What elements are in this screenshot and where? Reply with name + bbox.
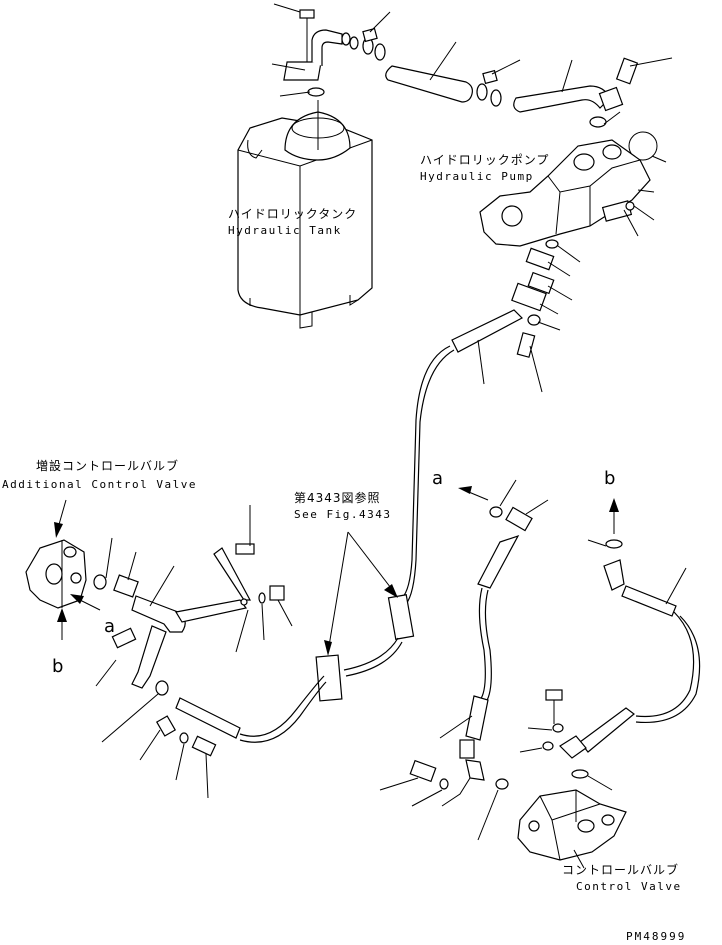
hydraulic-pump <box>479 139 655 247</box>
control-valve <box>517 789 627 869</box>
see-fig-callout: 第4343図参照 See Fig.4343 <box>294 490 398 656</box>
hydraulic-pump-jp-text: ハイドロリックポンプ <box>420 153 549 167</box>
additional-valve-piping <box>93 537 186 743</box>
hydraulic-tank-en-text: Hydraulic Tank <box>228 224 342 237</box>
hydraulic-pump-en-text: Hydraulic Pump <box>420 170 534 183</box>
connection-a: a <box>379 468 549 841</box>
pump-outlet-fittings <box>511 239 581 393</box>
marker-b-right: b <box>604 468 615 489</box>
control-valve-jp-text: コントロールバルブ <box>562 862 679 877</box>
control-valve-en-text: Control Valve <box>576 880 682 893</box>
marker-b-left: b <box>52 656 63 677</box>
see-fig-jp-text: 第4343図参照 <box>294 490 381 505</box>
additional-control-valve <box>25 499 101 640</box>
pressure-hose <box>315 309 523 702</box>
hydraulic-tank <box>237 100 373 329</box>
additional-valve-hose <box>139 675 327 799</box>
tank-outlet-elbow <box>271 3 359 97</box>
suction-hose-assembly <box>362 11 673 163</box>
additional-valve-jp-text: 増設コントロールバルブ <box>36 458 179 473</box>
marker-a-left: a <box>104 616 115 637</box>
mounting-bracket <box>175 505 293 653</box>
hydraulic-tank-jp-text: ハイドロリックタンク <box>228 207 357 221</box>
see-fig-en-text: See Fig.4343 <box>294 508 391 521</box>
additional-valve-en-text: Additional Control Valve <box>2 478 197 491</box>
drawing-code: PM48999 <box>626 930 686 943</box>
marker-a-right: a <box>432 468 443 489</box>
connection-b: b <box>519 468 701 791</box>
